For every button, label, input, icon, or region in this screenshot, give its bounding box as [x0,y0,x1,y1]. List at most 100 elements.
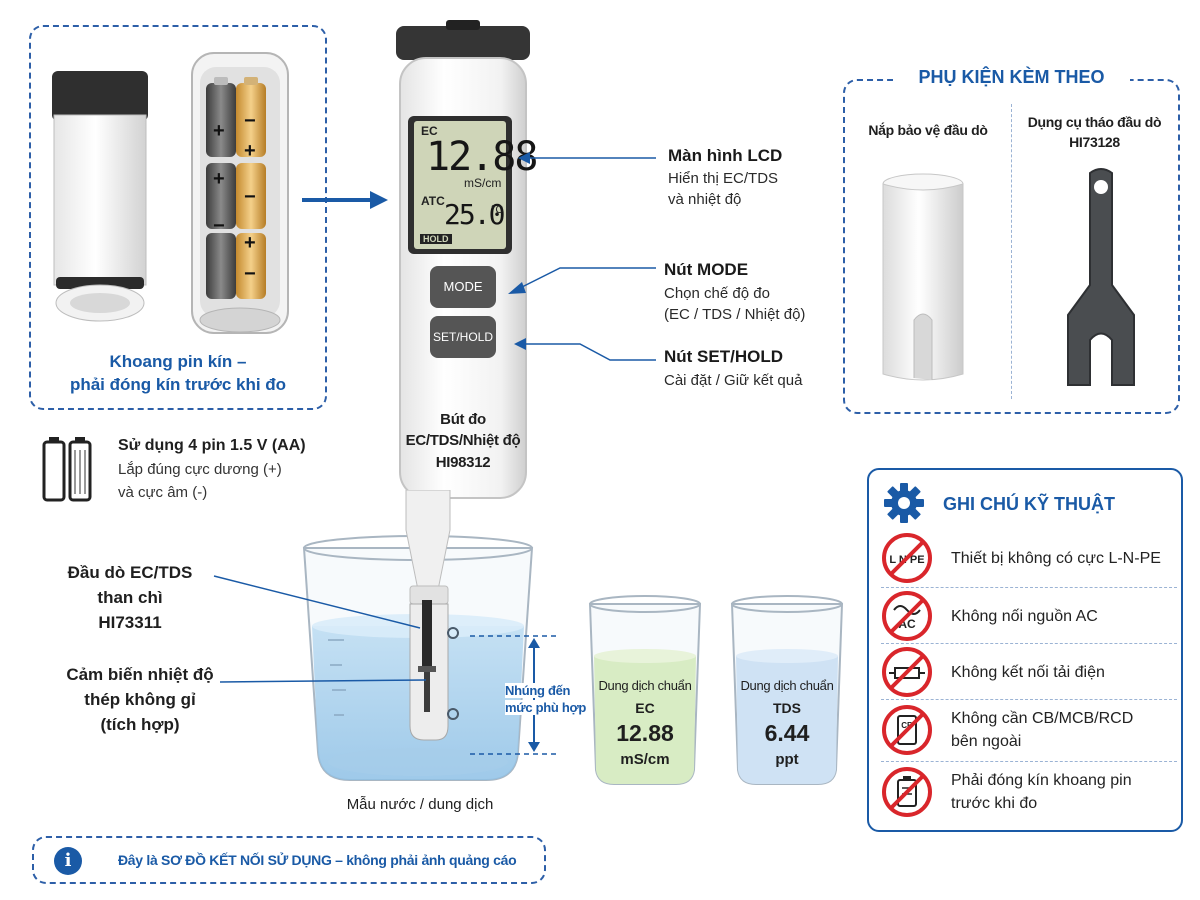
battery-caption-line1: Khoang pin kín – [109,352,247,371]
divider [881,699,1177,700]
lcd-hold-indicator: HOLD [420,234,452,244]
no-load-icon [882,647,932,697]
standard-tds-unit: ppt [775,751,799,768]
set-hold-callout-line1: Cài đặt / Giữ kết quả [664,372,803,389]
standard-beaker-tds [730,595,844,785]
battery-compartment-illustration [52,52,289,334]
immersion-label-line1: Nhúng đến [505,683,571,698]
temp-sensor-label-line2: thép không gỉ [84,690,196,709]
no-lnpe-icon: L N PE [882,533,932,583]
battery-info-line1: Lắp đúng cực dương (+) [118,461,282,478]
temp-sensor-label-line1: Cảm biến nhiệt độ [66,665,214,684]
lcd-ec-label: EC [421,124,438,138]
gear-icon [884,483,924,523]
tech-note-text: Phải đóng kín khoang pin trước khi đo [951,766,1181,818]
no-breaker-glyph: CB [901,721,913,730]
lcd-ec-value: 12.88 [426,134,538,180]
mode-callout-title: Nút MODE [664,260,749,279]
tech-note-text: Không cần CB/MCB/RCD bên ngoài [951,704,1181,756]
standard-tds-type: TDS [773,700,801,716]
aa-batteries-icon [42,437,92,502]
meter-callout-arrows [508,152,656,361]
tech-notes-panel: GHI CHÚ KỸ THUẬT L N PE Thiết bị không c… [867,468,1183,832]
lcd-callout-title: Màn hình LCD [668,146,783,165]
battery-caption-line2: phải đóng kín trước khi đo [69,375,287,394]
standard-tds-value: 6.44 [764,720,810,746]
battery-info-title: Sử dụng 4 pin 1.5 V (AA) [118,437,306,454]
tech-note-item: AC Không nối nguồn AC [881,590,1177,641]
meter-model: HI98312 [435,454,491,471]
divider [881,587,1177,588]
standard-tds-label: Dung dịch chuẩn [740,678,834,693]
info-icon: i [54,847,82,875]
footer-note: i Đây là SƠ ĐỒ KẾT NỐI SỬ DỤNG – không p… [32,836,546,884]
set-hold-button[interactable]: SET/HOLD [432,330,493,344]
no-breaker-icon: CB [882,705,932,755]
lcd-callout-line1: Hiển thị EC/TDS [668,170,779,187]
battery-sign: + [244,232,256,254]
immersion-label-line2: mức phù hợp [505,700,587,715]
tech-note-line: Không nối nguồn AC [951,607,1098,625]
cap-label: Nắp bảo vệ đầu dò [868,122,988,138]
battery-compartment-panel [29,25,327,410]
standard-ec-type: EC [635,700,655,716]
no-ac-icon: AC [882,591,932,641]
battery-sign: − [244,186,256,208]
meter-name-line2: EC/TDS/Nhiệt độ [405,432,521,449]
tech-note-line: Thiết bị không có cực L-N-PE [951,549,1161,567]
tech-note-item: Không kết nối tải điện [881,646,1177,697]
battery-to-meter-arrow [302,191,388,209]
lcd-temp-unit: °C [491,204,504,216]
standard-ec-value: 12.88 [616,720,674,746]
probe-label-line1: Đầu dò EC/TDS [67,563,193,582]
tech-note-line: Phải đóng kín khoang pin [951,772,1132,789]
info-glyph: i [64,850,72,871]
mode-callout-line2: (EC / TDS / Nhiệt độ) [664,306,806,323]
battery-sign: − [213,215,225,237]
tech-note-text: Không nối nguồn AC [951,590,1181,642]
mode-callout-line1: Chọn chế độ đo [664,285,770,302]
lcd-ec-unit: mS/cm [464,176,502,190]
footer-text: Đây là SƠ ĐỒ KẾT NỐI SỬ DỤNG – không phả… [118,852,517,868]
tech-notes-title: GHI CHÚ KỸ THUẬT [943,494,1115,514]
battery-closed-icon [882,767,932,817]
probe-label-line2: than chì [97,588,163,607]
tech-note-line: bên ngoài [951,733,1022,750]
meter-body [396,20,530,499]
tech-note-item: L N PE Thiết bị không có cực L-N-PE [881,532,1177,583]
meter-name-line1: Bút đo [440,411,486,428]
set-hold-callout-title: Nút SET/HOLD [664,347,783,366]
battery-sign: − [244,110,256,132]
tech-note-line: Không cần CB/MCB/RCD [951,710,1134,727]
divider [881,761,1177,762]
probe-callout-lines [213,575,427,683]
tech-note-item: CB Không cần CB/MCB/RCD bên ngoài [881,704,1177,755]
probe-cap [882,173,964,381]
tech-note-item: Phải đóng kín khoang pin trước khi đo [881,766,1177,817]
tech-note-line: trước khi đo [951,795,1038,812]
probe-label-model: HI73311 [98,613,162,632]
sample-beaker-caption: Mẫu nước / dung dịch [346,796,494,813]
tool-label-line1: Dụng cụ tháo đầu dò [1027,114,1162,130]
battery-info-line2: và cực âm (-) [118,484,208,501]
mode-button[interactable]: MODE [443,279,483,294]
divider [881,643,1177,644]
lcd-callout-line2: và nhiệt độ [668,191,742,208]
accessories-divider [1011,104,1012,399]
battery-sign: + [213,168,225,190]
sample-beaker [302,490,534,781]
tech-note-text: Không kết nối tải điện [951,646,1181,698]
accessories-title: PHỤ KIỆN KÈM THEO [893,67,1130,88]
tech-note-text: Thiết bị không có cực L-N-PE [951,532,1181,584]
battery-sign: + [244,140,256,162]
standard-beaker-ec [588,595,702,785]
tech-note-line: Không kết nối tải điện [951,663,1105,681]
temp-sensor-label-line3: (tích hợp) [100,715,180,734]
lcd-temp-value: 25.0 [444,198,505,231]
tool-label-model: HI73128 [1069,134,1120,150]
battery-sign: + [213,120,225,142]
lcd-atc-label: ATC [421,194,445,208]
probe-removal-tool [1067,168,1135,386]
standard-ec-label: Dung dịch chuẩn [598,678,692,693]
standard-ec-unit: mS/cm [620,751,670,768]
